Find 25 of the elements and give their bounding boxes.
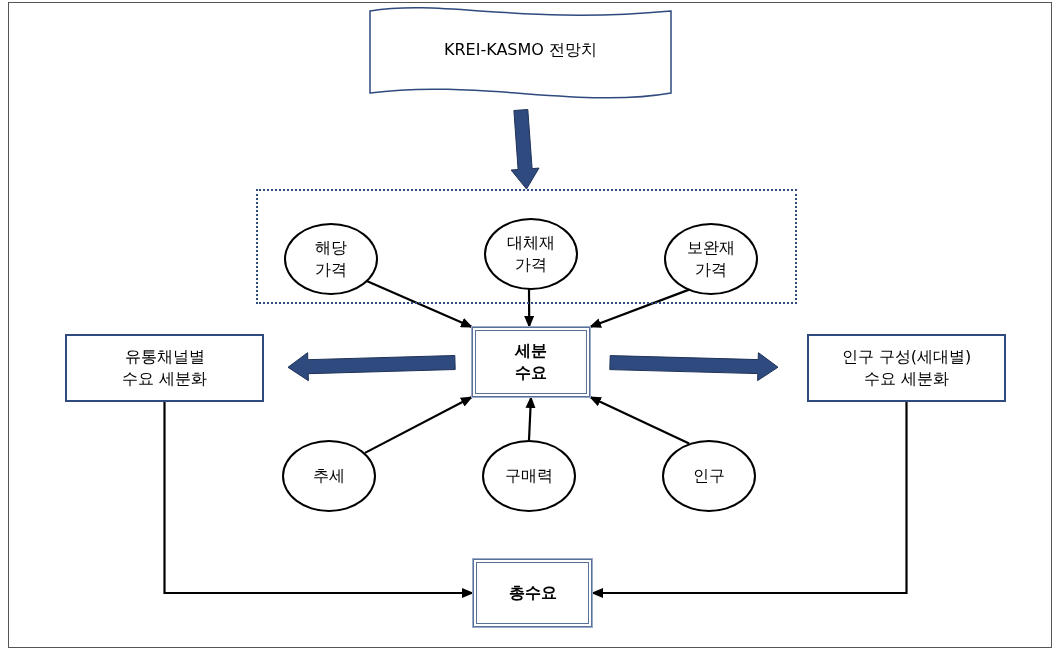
double-border-box — [473, 559, 592, 627]
arrow — [591, 402, 908, 598]
block-arrow — [287, 352, 456, 382]
arrow — [589, 396, 690, 445]
block-arrow — [609, 352, 779, 382]
block-arrow — [510, 109, 540, 190]
node-label: 대체재 가격 — [506, 232, 556, 276]
node-label: 세분 수요 — [514, 340, 548, 384]
node-label: KREI-KASMO 전망치 — [444, 39, 597, 61]
node-label: 인구 구성(세대별) 수요 세분화 — [840, 346, 973, 390]
node-label: 인구 — [693, 465, 725, 487]
process-box — [65, 334, 264, 402]
process-box — [807, 334, 1006, 402]
arrow — [525, 396, 536, 441]
node-label: 해당 가격 — [314, 237, 348, 281]
arrow — [364, 396, 473, 454]
dotted-group-box — [256, 189, 797, 304]
node-label: 총수요 — [508, 582, 557, 604]
node-label: 구매력 — [505, 465, 553, 487]
node-label: 유통채널별 수요 세분화 — [120, 346, 209, 390]
node-label: 보완재 가격 — [686, 237, 736, 281]
arrow — [524, 288, 535, 328]
node-label: 추세 — [313, 465, 345, 487]
double-border-box — [472, 327, 590, 397]
arrow — [163, 402, 474, 598]
